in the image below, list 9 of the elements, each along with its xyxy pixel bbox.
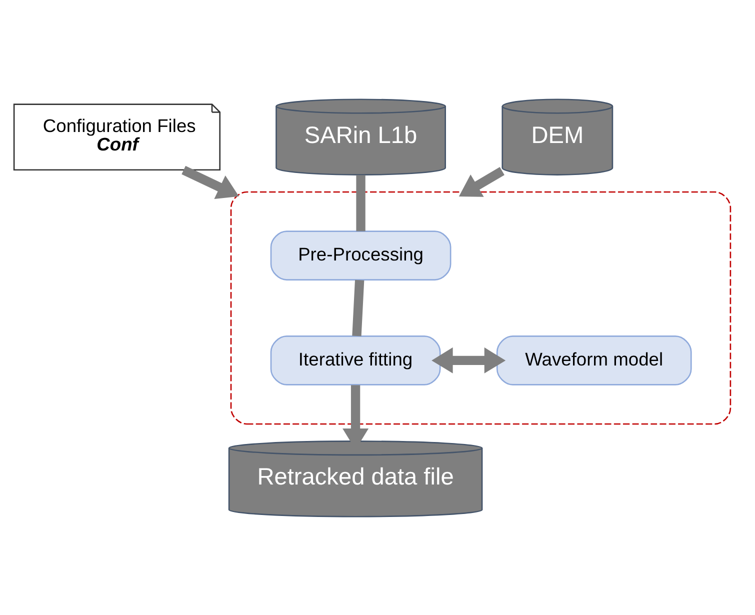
node-box: Pre-Processing — [270, 230, 452, 280]
connector — [352, 279, 364, 336]
cluster — [230, 190, 732, 424]
node-box: Iterative fitting — [270, 335, 441, 385]
arrow — [182, 165, 239, 199]
arrow — [458, 166, 504, 196]
node-box: Waveform model — [496, 335, 692, 385]
arrow — [432, 346, 506, 373]
connector — [356, 174, 366, 231]
